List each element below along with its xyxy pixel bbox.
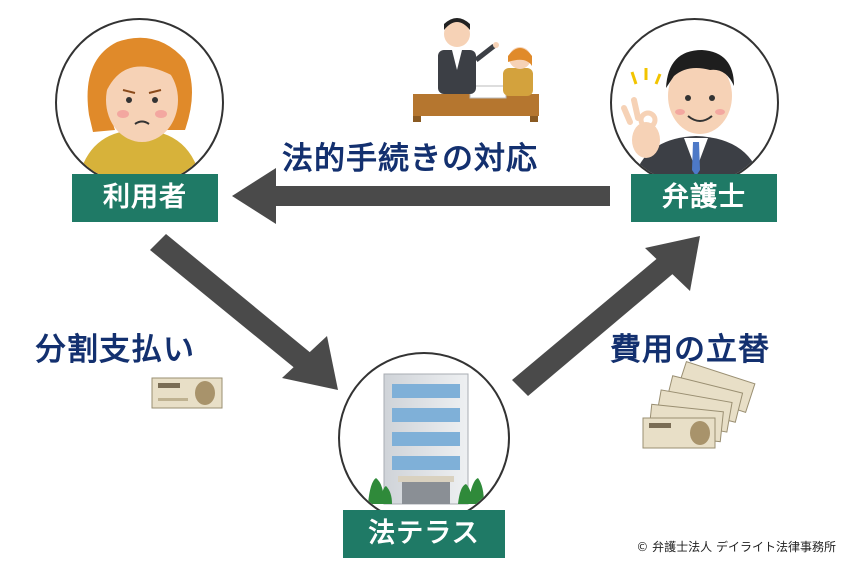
arrow-user-to-houterasu	[150, 234, 338, 390]
expense-advance-text: 費用の立替	[610, 332, 770, 368]
user-label: 利用者	[72, 174, 218, 222]
legal-procedure-text: 法的手続きの対応	[282, 141, 538, 177]
lawyer-avatar	[621, 50, 762, 185]
office-building-icon	[368, 373, 484, 505]
meeting-illustration	[413, 18, 539, 122]
banknote-single-icon	[151, 377, 223, 409]
user-avatar	[77, 37, 202, 185]
installment-payment-text: 分割支払い	[35, 332, 195, 368]
houterasu-building-circle	[338, 352, 510, 524]
user-portrait-circle	[55, 18, 224, 187]
arrow-lawyer-to-user	[232, 168, 610, 224]
lawyer-label: 弁護士	[631, 174, 777, 222]
arrow-houterasu-to-lawyer	[512, 236, 700, 396]
houterasu-label: 法テラス	[343, 510, 505, 558]
lawyer-portrait-circle	[610, 18, 779, 187]
copyright-text: © 弁護士法人 デイライト法律事務所	[636, 540, 836, 554]
banknote-stack-icon	[642, 360, 756, 449]
